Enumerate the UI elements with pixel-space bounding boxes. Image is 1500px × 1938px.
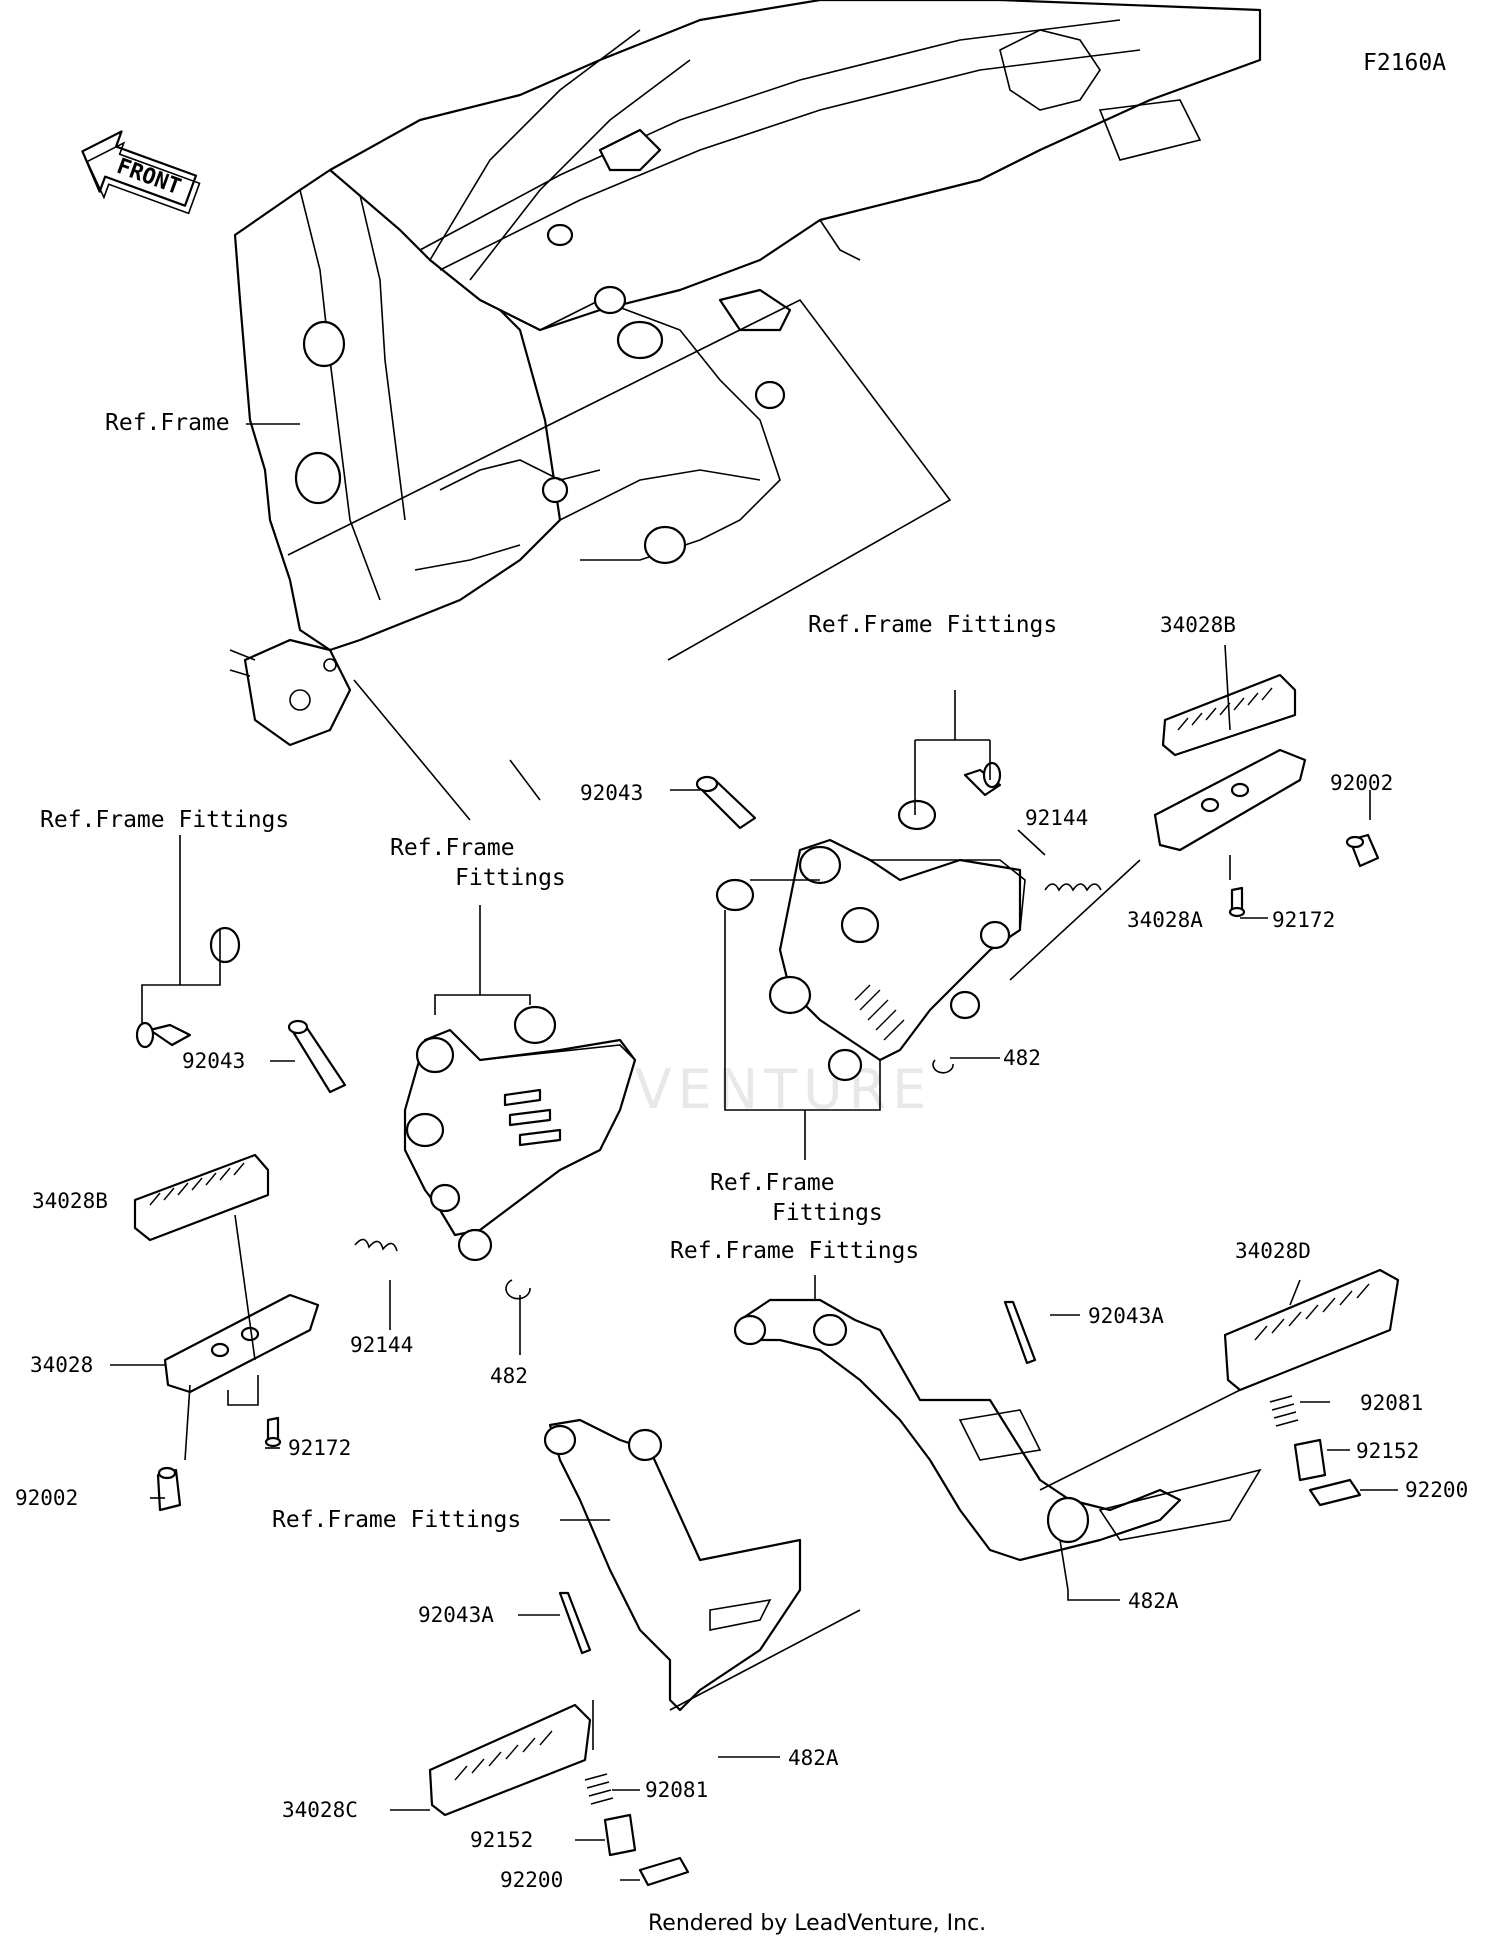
rubber-92002-right	[1345, 833, 1380, 868]
label-34028b-left: 34028B	[32, 1189, 108, 1213]
label-92144-left: 92144	[350, 1333, 413, 1357]
label-92152-right: 92152	[1356, 1439, 1419, 1463]
pin-92043-left	[287, 1019, 347, 1094]
washer-92200-left	[638, 1856, 690, 1887]
frame-illustration	[229, 0, 1262, 747]
front-left-bracket-assembly	[543, 1418, 802, 1712]
label-rff-center-bot-2: Fittings	[772, 1200, 883, 1226]
washer-92200-right	[1308, 1478, 1362, 1507]
label-34028b-top: 34028B	[1160, 613, 1236, 637]
label-rff-left-mid-1: Ref.Frame	[390, 835, 515, 861]
label-92081-left: 92081	[645, 1778, 708, 1802]
label-rff-right-low: Ref.Frame Fittings	[670, 1238, 919, 1264]
label-34028: 34028	[30, 1353, 93, 1377]
front-right-bracket-assembly	[733, 1298, 1262, 1562]
rubber-92002-left	[156, 1466, 182, 1512]
label-92043-left: 92043	[182, 1049, 245, 1073]
collar-center-left	[715, 878, 755, 912]
label-rff-center-top: Ref.Frame Fittings	[808, 612, 1057, 638]
label-482a-right: 482A	[1128, 1589, 1179, 1613]
spring-92144-left	[354, 1238, 398, 1252]
label-482-left: 482	[490, 1364, 528, 1388]
screw-92172-right	[1228, 886, 1246, 918]
clip-482-left	[505, 1279, 531, 1300]
label-92043a-right: 92043A	[1088, 1304, 1164, 1328]
footpeg-34028a	[1153, 748, 1307, 852]
spring-92081-right	[1269, 1395, 1299, 1427]
label-92144-right: 92144	[1025, 806, 1088, 830]
label-92002-right: 92002	[1330, 771, 1393, 795]
bolt-left-top	[135, 1021, 192, 1049]
label-482a-left: 482A	[788, 1746, 839, 1770]
pin-92043-center	[695, 775, 757, 830]
label-92043a-left: 92043A	[418, 1603, 494, 1627]
screw-92172-left	[264, 1416, 282, 1448]
collar-left-mid	[513, 1005, 557, 1045]
front-arrow-icon: FRONT	[81, 130, 201, 215]
pin-92043a-right	[1003, 1300, 1037, 1365]
label-rff-left-low: Ref.Frame Fittings	[272, 1507, 521, 1533]
label-34028d: 34028D	[1235, 1239, 1311, 1263]
label-rff-left-mid-2: Fittings	[455, 865, 566, 891]
footpeg-34028	[163, 1293, 320, 1394]
plate-92152-right	[1293, 1438, 1327, 1482]
label-92081-right: 92081	[1360, 1391, 1423, 1415]
leader-lines	[110, 644, 1398, 1881]
label-34028c: 34028C	[282, 1798, 358, 1822]
footer-credit: Rendered by LeadVenture, Inc.	[648, 1911, 986, 1936]
label-92152-left: 92152	[470, 1828, 533, 1852]
collar-left-top	[209, 926, 241, 964]
spring-92144-right	[1044, 883, 1102, 892]
footpeg-34028b-left	[133, 1153, 270, 1242]
footpeg-34028d	[1223, 1268, 1400, 1392]
label-34028a: 34028A	[1127, 908, 1203, 932]
rear-left-bracket-assembly	[403, 1028, 637, 1262]
label-ref-frame: Ref.Frame	[105, 410, 230, 436]
label-92172-left: 92172	[288, 1436, 351, 1460]
spring-92081-left	[584, 1773, 614, 1805]
clip-482-center	[932, 1059, 954, 1074]
rear-right-bracket-assembly	[768, 838, 1026, 1082]
pin-92043a-left	[558, 1591, 592, 1655]
plate-92152-left	[603, 1813, 637, 1857]
label-rff-left-top: Ref.Frame Fittings	[40, 807, 289, 833]
footpeg-34028c	[428, 1703, 592, 1817]
label-92172-right: 92172	[1272, 908, 1335, 932]
label-92200-left: 92200	[500, 1868, 563, 1892]
bolt-center-top	[963, 761, 1002, 797]
label-92200-right: 92200	[1405, 1478, 1468, 1502]
label-92043-center: 92043	[580, 781, 643, 805]
label-rff-center-bot-1: Ref.Frame	[710, 1170, 835, 1196]
diagram-code: F2160A	[1363, 50, 1446, 76]
label-92002-left: 92002	[15, 1486, 78, 1510]
label-482-center: 482	[1003, 1046, 1041, 1070]
collar-center-right	[897, 799, 937, 831]
